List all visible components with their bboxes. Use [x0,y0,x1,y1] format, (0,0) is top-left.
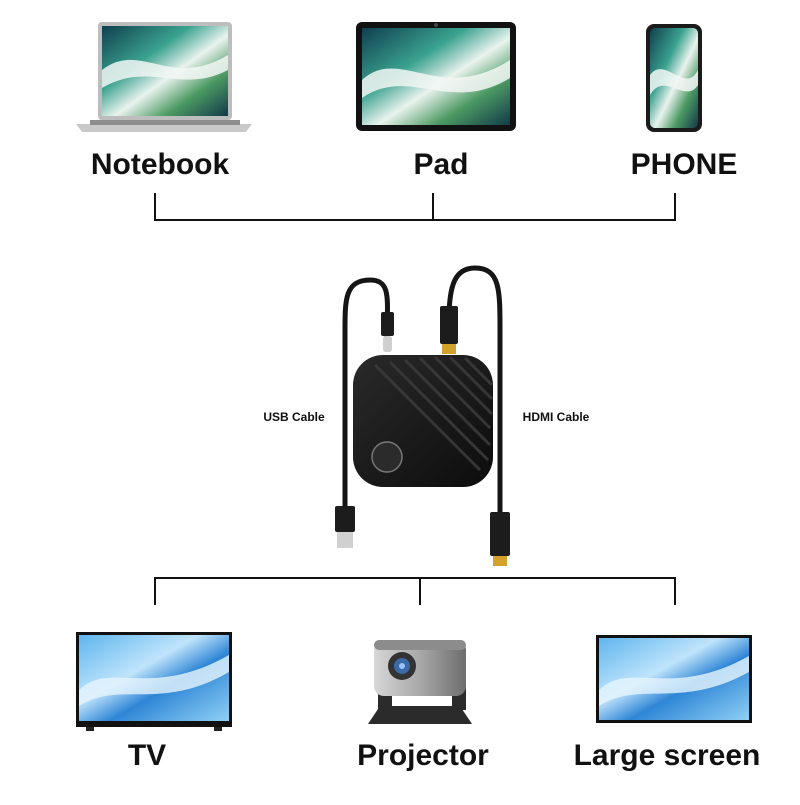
wireless-dongle-icon [353,355,494,487]
hdmi-plug-bottom-icon [490,512,510,566]
laptop-icon [76,22,252,132]
notebook-label: Notebook [90,148,230,181]
bottom-connector-lines [154,577,676,605]
tv-icon [76,632,232,731]
tv-label: TV [127,739,167,772]
projector-icon [368,640,472,724]
pad-label: Pad [413,148,469,181]
phone-label: PHONE [630,148,738,181]
hdmi-plug-top-icon [440,306,458,354]
usb-cable-label: USB Cable [263,410,325,424]
tablet-icon [356,22,516,131]
hdmi-cable-label: HDMI Cable [522,410,590,424]
phone-icon [646,24,702,132]
usb-a-plug-icon [335,506,355,548]
top-connector-lines [154,193,676,221]
monitor-icon [596,635,752,723]
large-screen-label: Large screen [573,739,761,772]
usb-cable [342,277,390,513]
projector-label: Projector [357,739,489,772]
hdmi-cable [446,265,503,518]
usb-c-plug-icon [381,312,394,352]
